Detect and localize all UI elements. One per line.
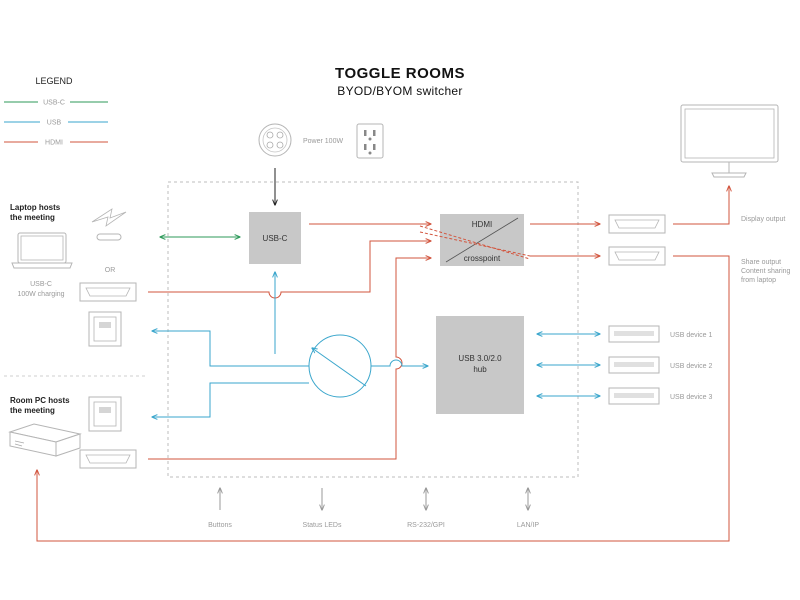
usb-b-port-room-icon	[88, 396, 122, 432]
legend: LEGEND USB-C USB HDMI	[4, 76, 108, 147]
usb-a-port-2-icon	[608, 356, 660, 374]
legend-label-usb: USB	[47, 120, 62, 127]
hdmi-port-room-icon	[79, 449, 137, 469]
usb-hub-block	[436, 316, 524, 414]
lan-label: LAN/IP	[517, 522, 540, 529]
usb-device-2-label: USB device 2	[670, 363, 713, 370]
status-leds-label: Status LEDs	[303, 522, 342, 529]
legend-bg-hdmi	[38, 137, 70, 147]
legend-bg-usb	[40, 117, 68, 127]
usbc-block-label: USB-C	[263, 234, 288, 243]
room-pc-icon	[8, 423, 82, 457]
laptop-icon	[11, 232, 73, 269]
hdmi-port-laptop-icon	[79, 282, 137, 302]
share-output-label-1: Share output	[741, 259, 781, 266]
crosspoint-dash-2	[419, 231, 531, 257]
monitor-icon	[680, 104, 779, 178]
usbc-charging-label-1: USB-C	[30, 281, 52, 288]
usb-to-room-port	[152, 382, 309, 417]
display-output-label: Display output	[741, 216, 785, 223]
hdmi-port-share-out-icon	[608, 246, 666, 266]
or-label: OR	[105, 267, 116, 274]
roompc-label-2: the meeting	[10, 406, 55, 415]
hdmi-port-display-out-icon	[608, 214, 666, 234]
usb-hub-label-2: hub	[473, 365, 487, 374]
legend-bg-usbc	[38, 97, 70, 107]
power-outlet-icon	[356, 123, 384, 159]
usb-a-port-1-icon	[608, 325, 660, 343]
usbc-port-icon	[96, 233, 122, 241]
rs232-label: RS-232/GPI	[407, 522, 445, 529]
share-output-label-2: Content sharing	[741, 268, 791, 275]
roompc-label-1: Room PC hosts	[10, 396, 70, 405]
usb-a-port-3-icon	[608, 387, 660, 405]
usb-device-1-label: USB device 1	[670, 332, 713, 339]
hdmi-laptop-to-crosspoint	[148, 241, 431, 299]
share-output-label-3: from laptop	[741, 277, 776, 284]
usb-b-port-laptop-icon	[88, 311, 122, 347]
lightning-icon	[91, 208, 127, 227]
usbc-charging-label-2: 100W charging	[17, 291, 64, 298]
power-label: Power 100W	[303, 138, 343, 145]
hdmi-block-label-top: HDMI	[472, 220, 492, 229]
usb-device-3-label: USB device 3	[670, 394, 713, 401]
usbc-block	[249, 212, 301, 264]
legend-label-usbc: USB-C	[43, 100, 65, 107]
crosspoint-line	[445, 217, 519, 263]
hdmi-share-to-room-pc	[37, 255, 730, 542]
power-plug-icon	[258, 123, 292, 157]
usb-circle-to-hub	[371, 359, 428, 366]
diagram-subtitle: BYOD/BYOM switcher	[337, 84, 462, 98]
crosspoint-dash-1	[419, 225, 531, 260]
diagram-title: TOGGLE ROOMS	[335, 65, 465, 82]
laptop-label-1: Laptop hosts	[10, 203, 61, 212]
legend-label-hdmi: HDMI	[45, 140, 63, 147]
hdmi-block-label-bottom: crosspoint	[464, 254, 501, 263]
hdmi-room-to-crosspoint	[148, 258, 431, 460]
usb-switch-lever	[312, 348, 367, 387]
usb-to-laptop-port	[152, 331, 309, 367]
hdmi-to-monitor	[673, 186, 729, 225]
legend-title: LEGEND	[35, 76, 73, 86]
buttons-label: Buttons	[208, 522, 232, 529]
laptop-label-2: the meeting	[10, 213, 55, 222]
usb-switch-circle	[308, 334, 372, 398]
usb-hub-label-1: USB 3.0/2.0	[458, 354, 502, 363]
switcher-enclosure	[167, 181, 579, 478]
